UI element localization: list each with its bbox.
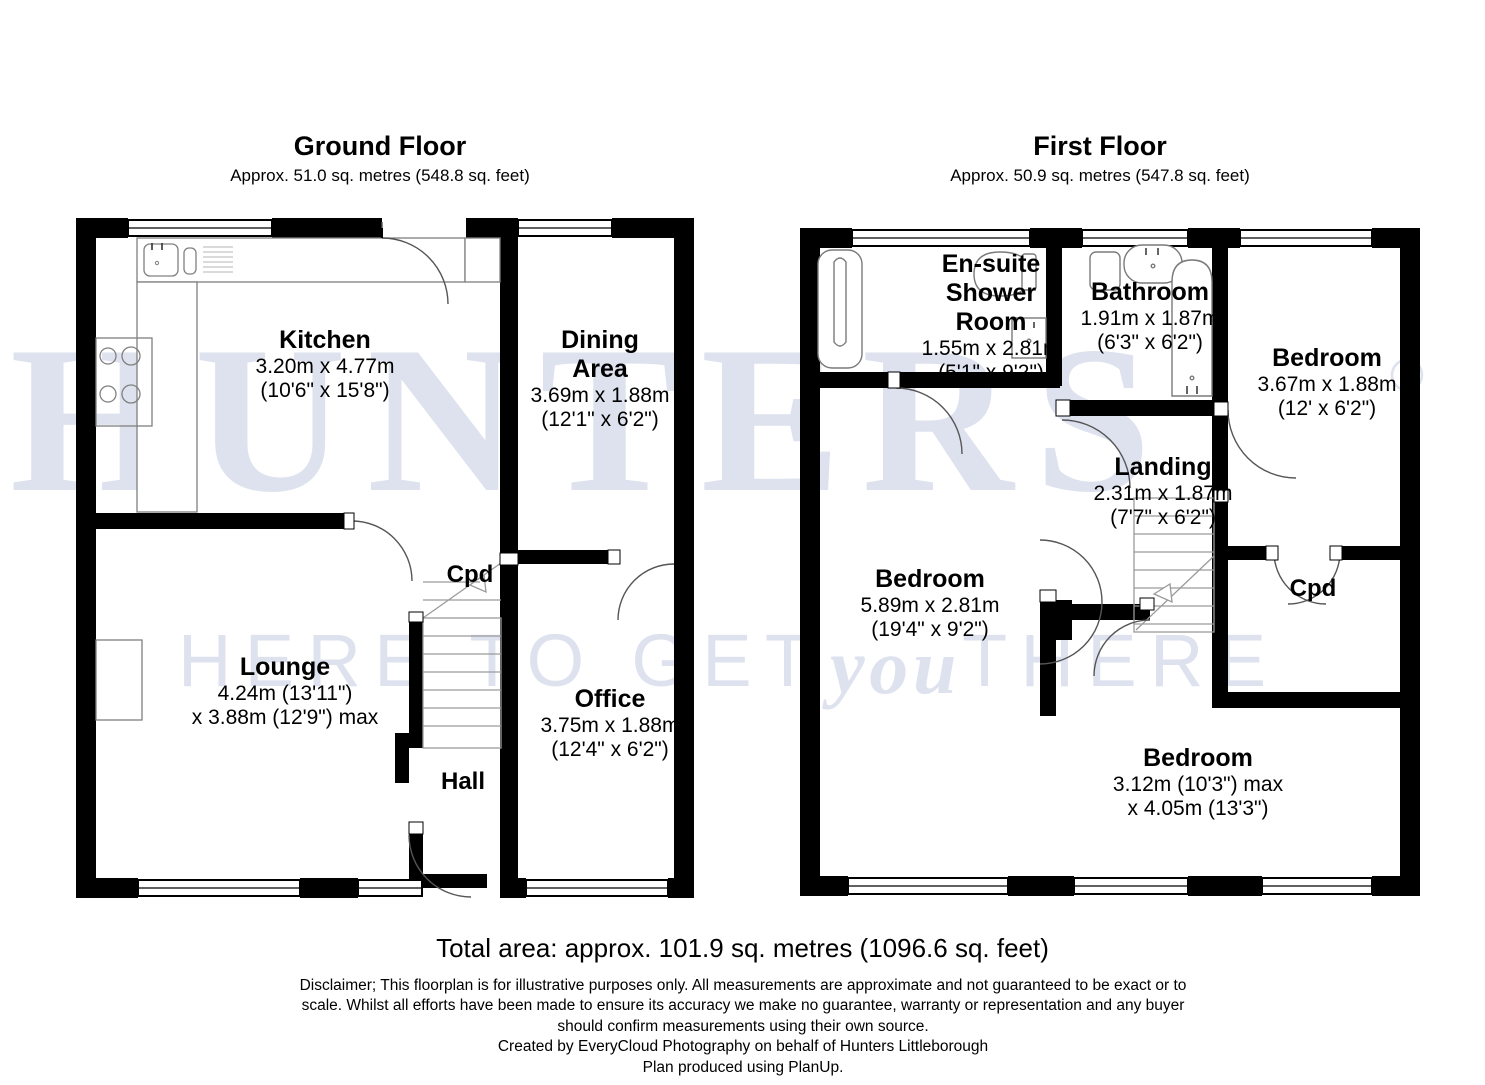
room-label-bedroom-left: Bedroom 5.89m x 2.81m (19'4" x 9'2"): [815, 565, 1045, 643]
room-dim-imperial-lounge: x 3.88m (12'9") max: [125, 706, 445, 730]
room-dim-imperial-dining: (12'1" x 6'2"): [450, 408, 750, 432]
room-label-cpd-first: Cpd: [1238, 575, 1388, 603]
room-dim-metric-lounge: 4.24m (13'11"): [125, 682, 445, 706]
room-dim-imperial-kitchen: (10'6" x 15'8"): [155, 379, 495, 403]
room-name-bedroom-rear-right: Bedroom: [1068, 744, 1328, 773]
room-name-bedroom-front-right: Bedroom: [1222, 344, 1432, 373]
room-dim-imperial-ensuite: (5'1" x 9'2"): [856, 361, 1126, 385]
room-label-kitchen: Kitchen 3.20m x 4.77m (10'6" x 15'8"): [155, 326, 495, 404]
room-dim-imperial-bedroom-rear-right: x 4.05m (13'3"): [1068, 797, 1328, 821]
room-name-bathroom: Bathroom: [1040, 278, 1260, 307]
room-label-bedroom-rear-right: Bedroom 3.12m (10'3") max x 4.05m (13'3"…: [1068, 744, 1328, 822]
room-name-ensuite-line1: En-suite: [856, 250, 1126, 279]
room-dim-metric-office: 3.75m x 1.88m: [460, 714, 760, 738]
room-name-cpd-first: Cpd: [1238, 575, 1388, 603]
room-name-bedroom-left: Bedroom: [815, 565, 1045, 594]
room-name-landing: Landing: [1058, 453, 1268, 482]
room-name-dining-line1: Dining: [450, 326, 750, 355]
ground-floor-plan: [76, 218, 694, 898]
room-label-office: Office 3.75m x 1.88m (12'4" x 6'2"): [460, 685, 760, 763]
room-dim-metric-landing: 2.31m x 1.87m: [1058, 482, 1268, 506]
room-label-dining-area: Dining Area 3.69m x 1.88m (12'1" x 6'2"): [450, 326, 750, 433]
room-dim-imperial-bedroom-left: (19'4" x 9'2"): [815, 618, 1045, 642]
room-dim-metric-bathroom: 1.91m x 1.87m: [1040, 307, 1260, 331]
room-dim-imperial-office: (12'4" x 6'2"): [460, 738, 760, 762]
room-dim-metric-kitchen: 3.20m x 4.77m: [155, 355, 495, 379]
room-label-lounge: Lounge 4.24m (13'11") x 3.88m (12'9") ma…: [125, 653, 445, 731]
room-label-cpd-ground: Cpd: [390, 561, 550, 589]
room-name-kitchen: Kitchen: [155, 326, 495, 355]
room-dim-metric-bedroom-left: 5.89m x 2.81m: [815, 594, 1045, 618]
room-dim-metric-dining: 3.69m x 1.88m: [450, 384, 750, 408]
room-label-bedroom-front-right: Bedroom 3.67m x 1.88m (12' x 6'2"): [1222, 344, 1432, 422]
room-dim-metric-bedroom-rear-right: 3.12m (10'3") max: [1068, 773, 1328, 797]
room-dim-imperial-bedroom-front-right: (12' x 6'2"): [1222, 397, 1432, 421]
room-name-cpd-ground: Cpd: [390, 561, 550, 589]
room-label-hall: Hall: [388, 768, 538, 796]
room-dim-metric-bedroom-front-right: 3.67m x 1.88m: [1222, 373, 1432, 397]
room-label-landing: Landing 2.31m x 1.87m (7'7" x 6'2"): [1058, 453, 1268, 531]
room-name-dining-line2: Area: [450, 355, 750, 384]
room-dim-imperial-landing: (7'7" x 6'2"): [1058, 506, 1268, 530]
room-name-office: Office: [460, 685, 760, 714]
room-name-hall: Hall: [388, 768, 538, 796]
room-name-lounge: Lounge: [125, 653, 445, 682]
